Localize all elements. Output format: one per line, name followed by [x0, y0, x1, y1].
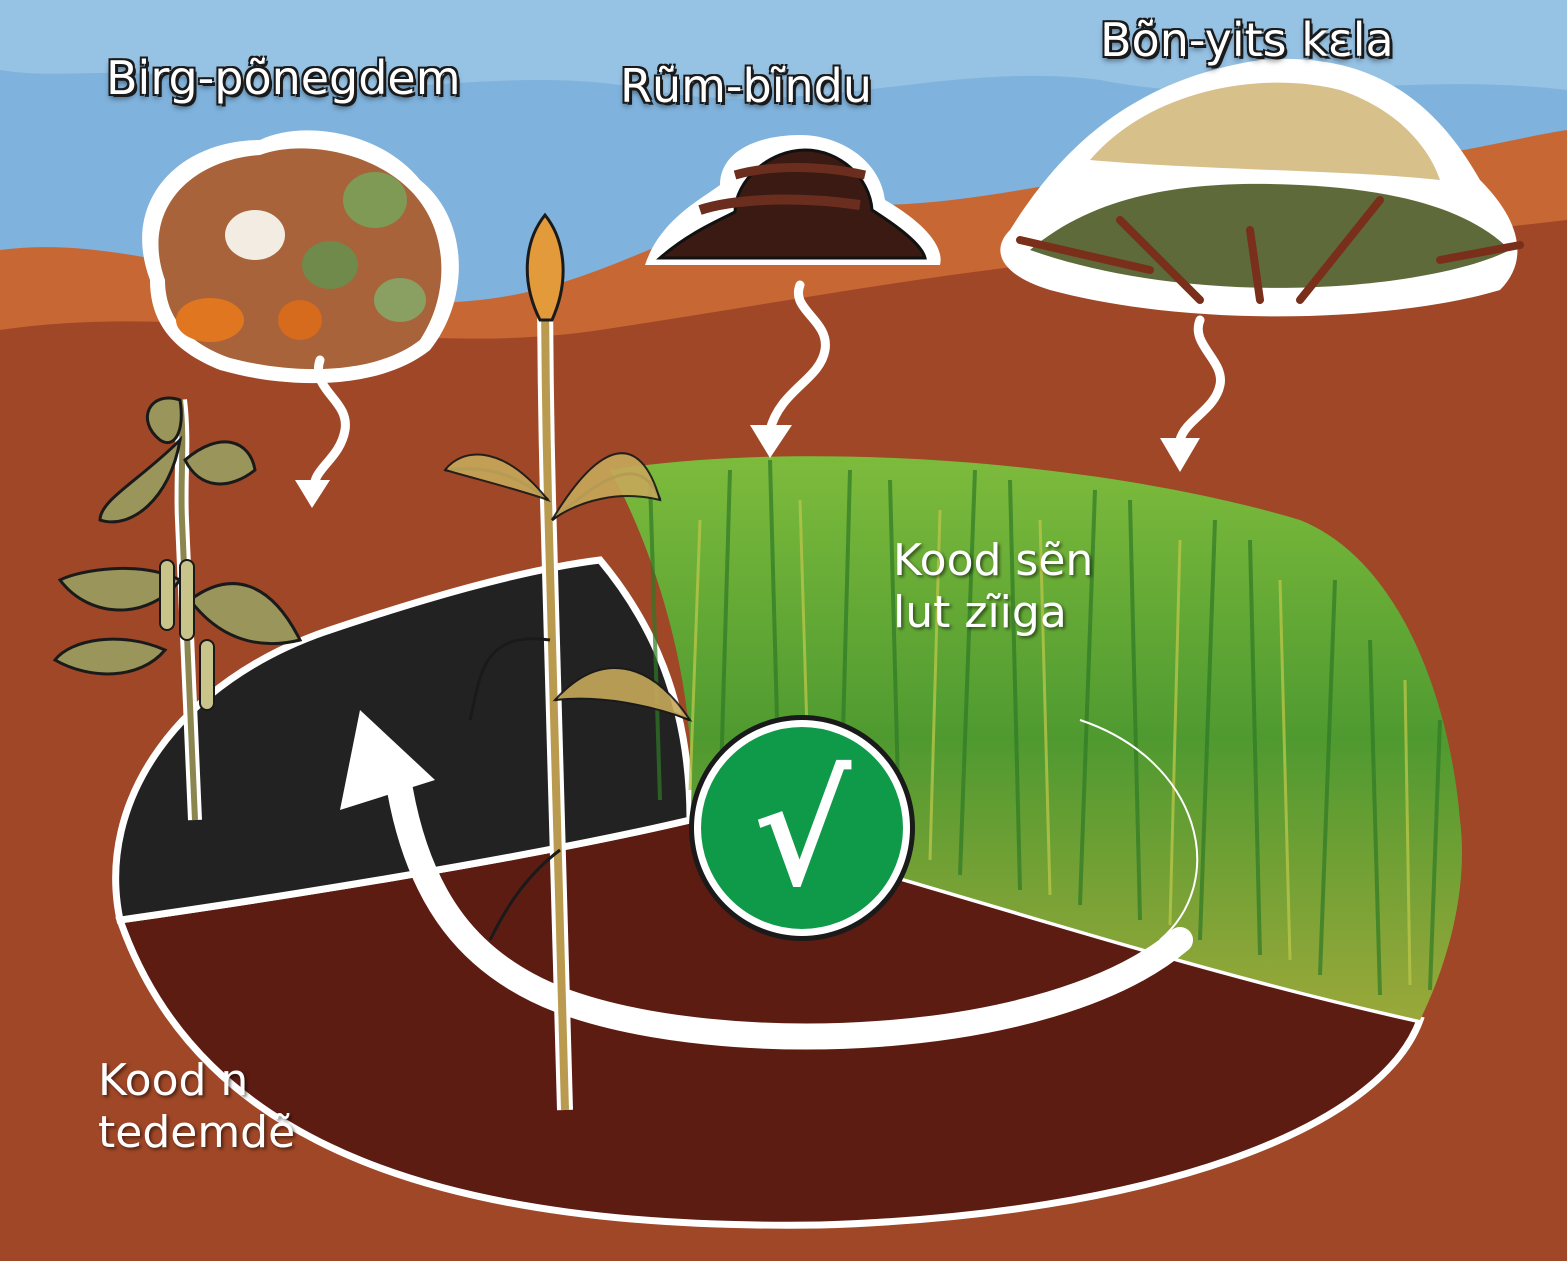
checkmark-icon: √	[694, 720, 910, 936]
label-fallow-line2: lut zĩiga	[893, 587, 1093, 639]
label-fallow-line1: Kood sẽn	[893, 535, 1093, 587]
label-fallow-field: Kood sẽn lut zĩiga	[893, 535, 1093, 639]
label-manure: Rũm-bĩndu	[620, 58, 872, 114]
label-crop-line2: tedemdẽ	[98, 1107, 295, 1159]
checkmark-symbol: √	[701, 737, 903, 927]
label-crop-residue: Bõn-yits kɛla	[1100, 12, 1394, 68]
label-household-waste: Birg-põnegdem	[106, 50, 461, 106]
label-cropped-field: Kood n tedemdẽ	[98, 1055, 295, 1159]
label-crop-line1: Kood n	[98, 1055, 295, 1107]
